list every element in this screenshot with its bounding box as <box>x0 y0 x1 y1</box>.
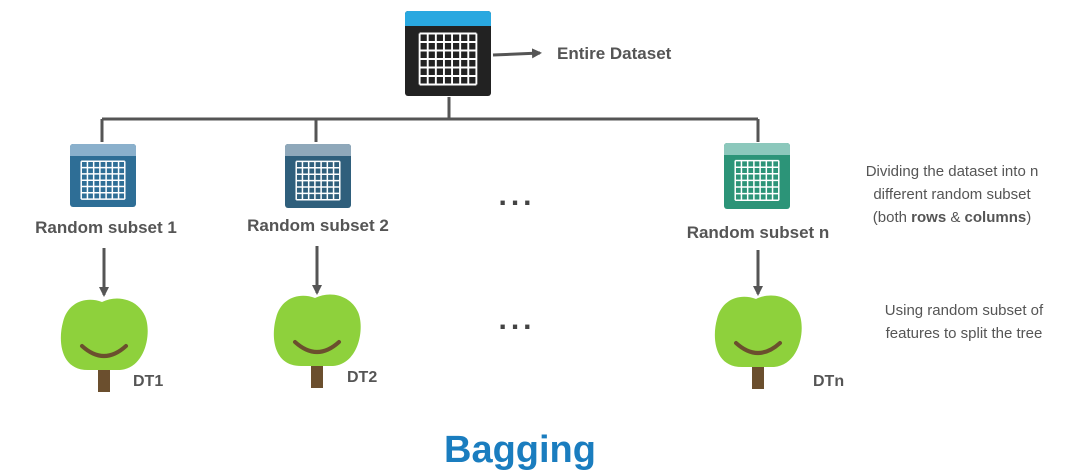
tree-note-line1: Using random subset of <box>885 302 1044 319</box>
subset-n-label: Random subset n <box>687 223 830 242</box>
tree-1-label: DT1 <box>133 373 163 390</box>
subset-note-line2: different random subset <box>873 186 1031 203</box>
entire-dataset-label: Entire Dataset <box>557 44 672 63</box>
ellipsis-trees: ... <box>498 303 535 336</box>
subset-note-line1: Dividing the dataset into n <box>866 163 1039 180</box>
subset-1-label: Random subset 1 <box>35 218 177 237</box>
dataset-arrow <box>492 48 542 59</box>
subset-n-spreadsheet-icon <box>724 143 790 209</box>
diagram-title: Bagging <box>444 429 596 470</box>
tree-n-label: DTn <box>813 373 844 390</box>
decision-tree-n-icon <box>714 295 802 389</box>
subset-2-label: Random subset 2 <box>247 216 389 235</box>
subset-2-spreadsheet-icon <box>285 144 351 208</box>
subset-to-tree-arrows <box>99 246 763 297</box>
ellipsis-subsets: ... <box>498 179 535 212</box>
decision-tree-2-icon <box>273 294 361 388</box>
subset-note-line3: (both rows & columns) <box>873 209 1031 226</box>
decision-tree-1-icon <box>60 298 148 392</box>
subset-1-spreadsheet-icon <box>70 144 136 207</box>
entire-dataset-spreadsheet-icon <box>405 11 491 96</box>
tree-note-line2: features to split the tree <box>886 325 1043 342</box>
tree-2-label: DT2 <box>347 369 377 386</box>
connector-lines <box>100 97 760 142</box>
